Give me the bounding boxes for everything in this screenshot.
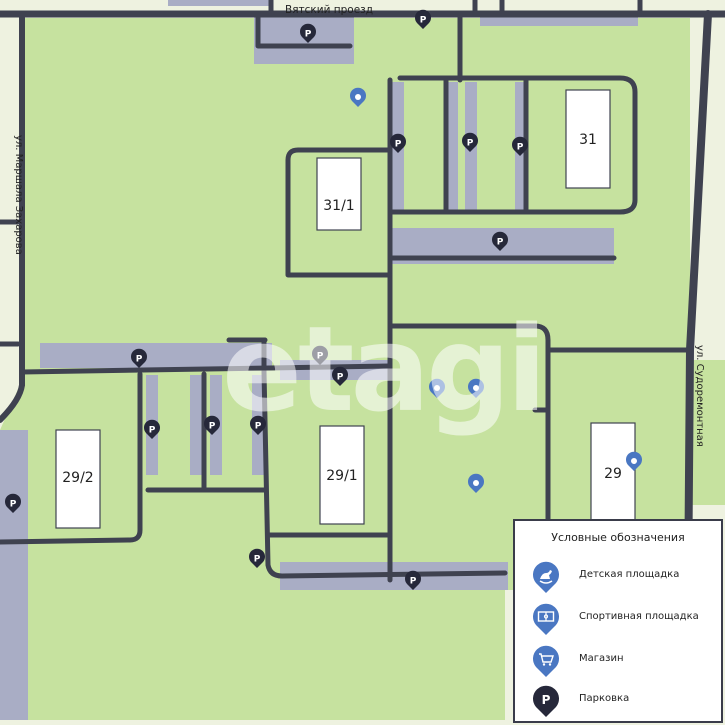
parking-icon: P: [204, 415, 220, 435]
legend-row-playground: Детская площадка: [531, 561, 721, 593]
parking-symbol: P: [255, 422, 262, 432]
street-label-left: ул. Маршала Захарова: [13, 135, 24, 255]
parking-icon: P: [4, 493, 21, 513]
sports-ground-icon: [429, 378, 445, 398]
parking-lots: [0, 0, 638, 720]
playground-icon: [468, 473, 484, 493]
legend-label: Спортивная площадка: [579, 611, 699, 622]
street-label-top: Вятский проезд: [285, 4, 373, 16]
parking-icon: P: [249, 548, 265, 568]
parking-symbol: P: [305, 30, 312, 40]
buildings: [55, 89, 636, 529]
parking-icon: P: [415, 9, 431, 29]
parking-icon: P: [299, 23, 316, 43]
parking-symbol: P: [317, 352, 324, 362]
roads: [0, 0, 725, 604]
building-label: 31/1: [323, 198, 354, 214]
parking-symbol: P: [497, 238, 504, 248]
building-29-1: [319, 425, 365, 525]
parking-symbol: P: [149, 426, 156, 436]
parking-icon: P: [511, 136, 528, 156]
legend-panel: Условные обозначения Детская площадка Сп…: [513, 519, 723, 723]
building-label: 29/2: [62, 470, 93, 486]
parking-icon: P: [311, 345, 328, 365]
legend-label: Парковка: [579, 693, 630, 704]
legend-label: Детская площадка: [579, 569, 680, 580]
parking-icon: P: [130, 348, 147, 368]
parking-icon: P: [249, 415, 266, 435]
parking-symbol: P: [254, 555, 261, 565]
building-29: [590, 422, 636, 522]
parking-icon: P: [331, 366, 348, 386]
parking-symbol: P: [136, 355, 143, 365]
building-label: 29/1: [326, 468, 357, 484]
parking-icon: P: [462, 132, 478, 152]
shop-icon: [349, 87, 366, 107]
green-area-right: [690, 360, 725, 505]
legend-title: Условные обозначения: [551, 531, 685, 544]
legend-label: Магазин: [579, 653, 624, 664]
legend-row-parking: P Парковка: [531, 685, 721, 717]
parking-icon: P: [143, 419, 160, 439]
building-31: [565, 89, 611, 189]
sports-ground-icon: [533, 603, 559, 635]
parking-symbol: P: [395, 140, 402, 150]
street-label-right: ул. Судоремонтная: [694, 345, 705, 447]
parking-symbol: P: [517, 143, 524, 153]
playground-icon: [533, 561, 559, 593]
sports-ground-icon: [468, 378, 484, 398]
map-markers: P P P P P P P P P P P P P P P: [4, 9, 642, 590]
parking-symbol: P: [542, 693, 551, 707]
shop-icon: [625, 451, 642, 471]
parking-symbol: P: [410, 577, 417, 587]
parking-icon: P: [533, 685, 559, 717]
watermark: etagi: [222, 300, 547, 438]
parking-symbol: P: [467, 139, 474, 149]
legend-row-sports: Спортивная площадка: [531, 603, 721, 635]
building-29-2: [55, 429, 101, 529]
parking-symbol: P: [10, 500, 17, 510]
shop-icon: [533, 645, 559, 677]
legend-row-shop: Магазин: [531, 645, 721, 677]
building-label: 29: [604, 466, 622, 482]
parking-icon: P: [492, 231, 508, 251]
parking-symbol: P: [420, 16, 427, 26]
parking-icon: P: [405, 570, 421, 590]
parking-symbol: P: [337, 373, 344, 383]
parking-icon: P: [389, 133, 407, 153]
building-label: 31: [579, 132, 597, 148]
building-31-1: [316, 157, 362, 231]
green-strip-left: [0, 20, 18, 360]
parking-symbol: P: [209, 422, 216, 432]
